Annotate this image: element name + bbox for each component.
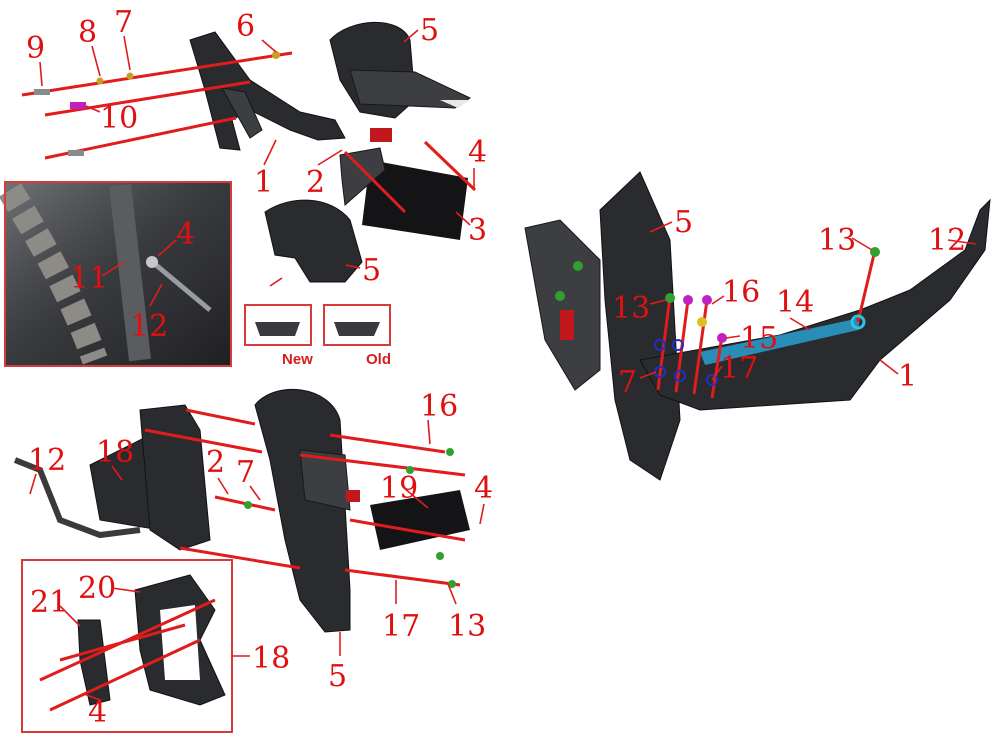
callout-label: 7 xyxy=(114,5,133,40)
callout-label: 4 xyxy=(474,471,493,506)
old-label: Old xyxy=(366,351,391,368)
detail-box-18: 20 21 18 4 xyxy=(21,559,290,733)
callout-label: 18 xyxy=(96,435,134,470)
callout-label: 13 xyxy=(612,291,650,326)
callout-label: 17 xyxy=(382,609,420,644)
callout-label: 19 xyxy=(380,471,418,506)
callout-label: 5 xyxy=(420,13,439,48)
bottom-left-assembly: 16 12 18 2 7 19 4 17 13 5 xyxy=(13,388,493,694)
callout-label: 7 xyxy=(236,455,255,490)
callout-label: 13 xyxy=(818,223,856,258)
callout-label: 4 xyxy=(88,695,107,730)
callout-label: 4 xyxy=(176,217,195,252)
photo-inset: 11 4 12 xyxy=(0,181,232,367)
callout-label: 5 xyxy=(674,205,693,240)
callout-label: 13 xyxy=(448,609,486,644)
callout-label: 4 xyxy=(468,135,487,170)
fender-comparison: 5 New Old xyxy=(244,199,391,368)
callout-label: 12 xyxy=(28,443,66,478)
callout-label: 6 xyxy=(236,9,255,44)
callout-label: 20 xyxy=(78,571,116,606)
callout-label: 5 xyxy=(362,253,381,288)
callout-label: 11 xyxy=(70,261,108,296)
callout-label: 2 xyxy=(306,165,325,200)
right-assembly: 5 13 12 13 16 14 15 7 17 1 xyxy=(524,171,991,481)
callout-label: 12 xyxy=(928,223,966,258)
callout-label: 3 xyxy=(468,213,487,248)
callout-label: 16 xyxy=(722,275,760,310)
old-thumbnail xyxy=(323,304,391,346)
top-left-assembly: 9 8 7 6 5 10 1 2 4 3 xyxy=(21,5,487,248)
callout-label: 2 xyxy=(206,445,225,480)
callout-label: 5 xyxy=(328,659,347,694)
callout-label: 10 xyxy=(100,101,138,136)
callout-label: 14 xyxy=(776,285,814,320)
callout-label: 9 xyxy=(26,31,45,66)
callout-label: 15 xyxy=(740,321,778,356)
callout-label: 1 xyxy=(254,165,273,200)
new-label: New xyxy=(282,351,313,368)
callout-label: 7 xyxy=(618,365,637,400)
callout-label: 17 xyxy=(720,351,758,386)
callout-label: 1 xyxy=(898,359,917,394)
new-thumbnail xyxy=(244,304,312,346)
callout-label: 8 xyxy=(78,15,97,50)
callout-label: 16 xyxy=(420,389,458,424)
callout-label: 21 xyxy=(30,585,68,620)
callout-label: 18 xyxy=(252,641,290,676)
callout-label: 12 xyxy=(130,309,168,344)
